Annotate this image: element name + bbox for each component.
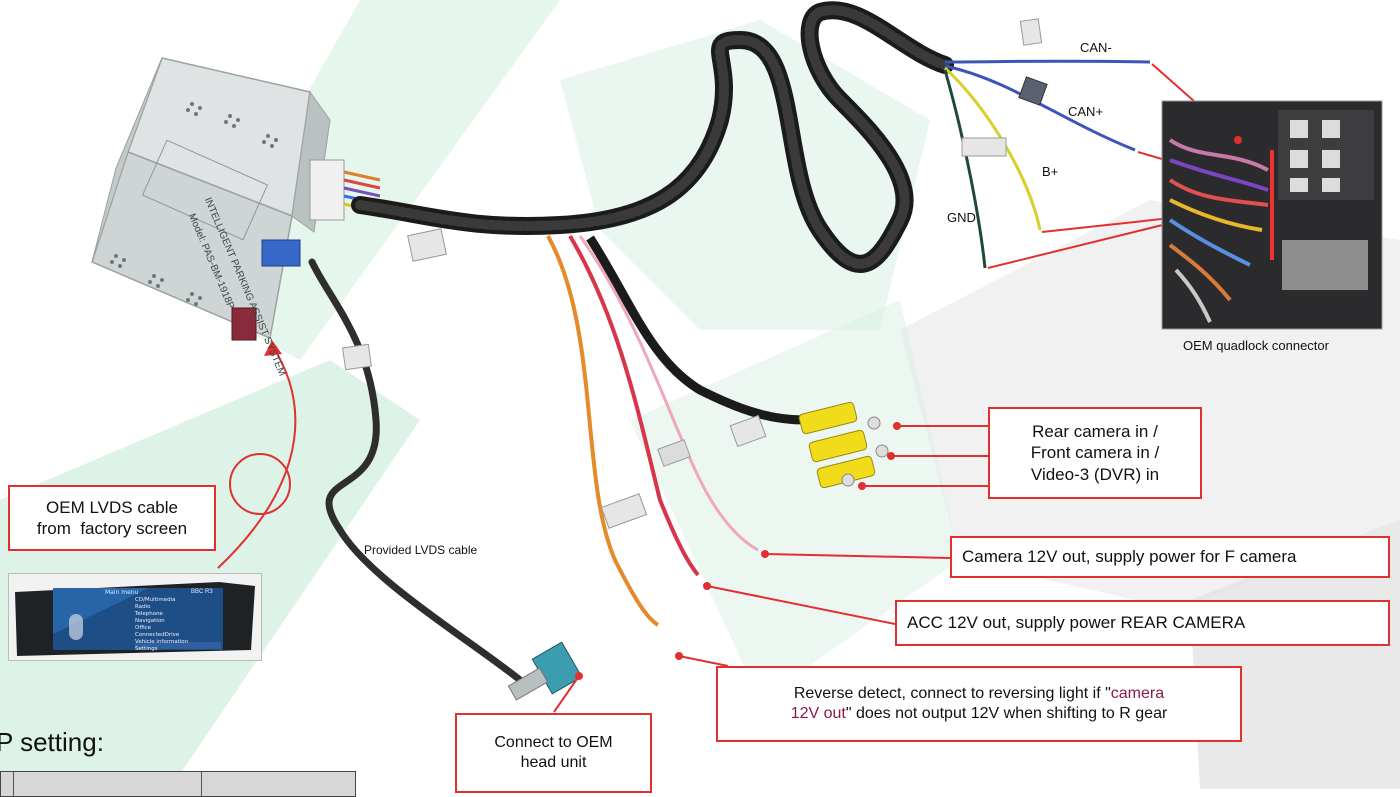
screen-menu-item: Office: [135, 625, 152, 631]
acc-12v-callout: ACC 12V out, supply power REAR CAMERA: [895, 600, 1390, 646]
quadlock-photo: [1161, 100, 1383, 330]
gnd-label: GND: [947, 210, 976, 225]
rca-plugs: [798, 401, 889, 489]
acc-12v-text: ACC 12V out, supply power REAR CAMERA: [907, 613, 1246, 633]
lvds-cable-label: Provided LVDS cable: [364, 543, 478, 557]
camera-12v-callout: Camera 12V out, supply power for F camer…: [950, 536, 1390, 578]
section-title: P setting:: [0, 727, 104, 757]
oem-lvds-line-2: from factory screen: [36, 519, 188, 538]
reverse-text-2a: 12V out: [790, 705, 846, 722]
reverse-text-1a: Reverse detect, connect to reversing lig…: [793, 685, 1111, 702]
head-unit-callout: Connect to OEM head unit: [455, 713, 652, 793]
video-input-line-3: Video-3 (DVR) in: [1030, 464, 1160, 484]
settings-table-cell: [14, 772, 202, 796]
quadlock-caption: OEM quadlock connector: [1183, 338, 1329, 353]
factory-screen-photo: Main menu BBC R3 CD/Multimedia Radio Tel…: [8, 573, 262, 661]
reverse-detect-callout: Reverse detect, connect to reversing lig…: [716, 666, 1242, 742]
reverse-text-2b: " does not output 12V when shifting to R…: [845, 705, 1168, 722]
settings-table-cell: [202, 772, 355, 796]
settings-table-header: [0, 771, 356, 797]
screen-menu-item: Navigation: [135, 618, 165, 624]
oem-lvds-callout: OEM LVDS cable from factory screen: [8, 485, 216, 551]
screen-header-left: Main menu: [105, 589, 139, 596]
b-plus-label: B+: [1042, 164, 1059, 179]
screen-menu-item: ConnectedDrive: [135, 632, 180, 638]
reverse-text-1b: camera: [1110, 685, 1165, 702]
screen-menu-item: Vehicle information: [135, 639, 189, 645]
screen-header-right: BBC R3: [191, 589, 213, 595]
screen-menu-item: Radio: [135, 604, 151, 610]
video-input-line-1: Rear camera in /: [1032, 422, 1158, 442]
screen-menu-item: Settings: [135, 646, 158, 652]
video-inputs-callout: Rear camera in / Front camera in / Video…: [988, 407, 1202, 499]
oem-lvds-line-1: OEM LVDS cable: [46, 497, 178, 517]
head-unit-line-1: Connect to OEM: [494, 734, 613, 751]
head-unit-line-2: head unit: [520, 754, 587, 771]
camera-12v-text: Camera 12V out, supply power for F camer…: [962, 547, 1297, 567]
can-minus-label: CAN-: [1080, 40, 1112, 55]
screen-menu-item: CD/Multimedia: [135, 597, 176, 603]
settings-table-cell: [1, 772, 14, 796]
screen-menu-item: Telephone: [135, 611, 163, 617]
video-input-line-2: Front camera in /: [1030, 443, 1160, 463]
can-plus-label: CAN+: [1068, 104, 1104, 119]
